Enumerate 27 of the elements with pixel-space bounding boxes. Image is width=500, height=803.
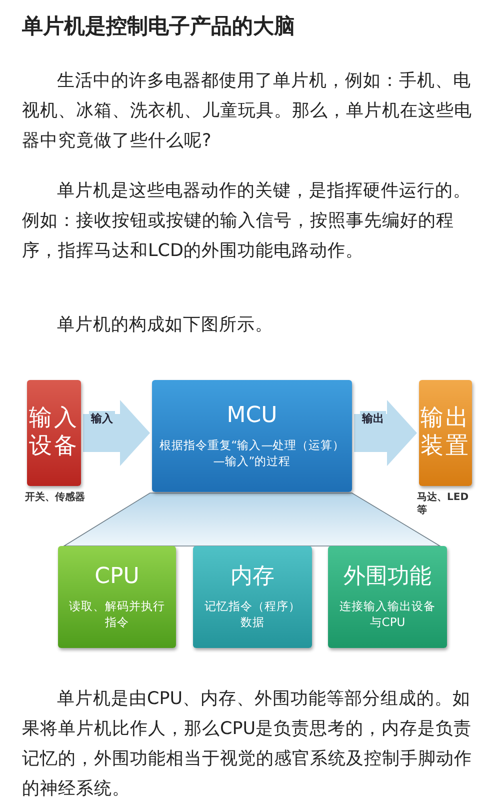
component-description: 根据指令重复“输入—处理（运算）—输入”的过程 <box>158 437 346 470</box>
component-box <box>58 546 176 648</box>
paragraph: 单片机是由CPU、内存、外围功能等部分组成的。如果将单片机比作人，那么CPU是负责思考的，内存是负责记忆的，外围功能相当于视觉的感官系统及控制手脚动作的神经系统。 <box>22 688 473 801</box>
component-description: 读取、解码并执行指令 <box>68 598 166 630</box>
component-name: 输出装置 <box>420 405 470 461</box>
component-box <box>328 546 447 648</box>
example-note: 马达、LED等 <box>417 491 470 517</box>
block-arrow <box>83 400 150 466</box>
component-name: 外围功能 <box>344 564 432 590</box>
paragraph: 生活中的许多电器都使用了单片机，例如：手机、电视机、冰箱、洗衣机、儿童玩具。那么，单片机在这些电器中究竟做了些什么呢? <box>22 70 473 153</box>
paragraph: 单片机的构成如下图所示。 <box>56 314 274 337</box>
component-description: 记忆指令（程序）数据 <box>204 598 302 630</box>
component-box <box>419 380 472 486</box>
example-note: 开关、传感器 <box>25 491 85 504</box>
component-box <box>27 380 81 486</box>
edge-label: 输入 <box>89 411 115 426</box>
component-box <box>152 380 352 492</box>
component-name: 输入设备 <box>29 405 79 461</box>
heading: 单片机是控制电子产品的大脑 <box>22 13 295 40</box>
paragraph: 单片机是这些电器动作的关键，是指挥硬件运行的。例如：接收按钮或按键的输入信号，按照事先编好的程序，指挥马达和LCD的外围功能电路动作。 <box>22 180 472 263</box>
component-name: CPU <box>94 564 140 590</box>
block-arrow <box>354 400 417 466</box>
component-name: 内存 <box>230 564 274 590</box>
component-description: 连接输入输出设备与CPU <box>338 598 436 630</box>
edge-label: 输出 <box>360 411 386 426</box>
component-box <box>193 546 312 648</box>
component-name: MCU <box>226 402 278 430</box>
